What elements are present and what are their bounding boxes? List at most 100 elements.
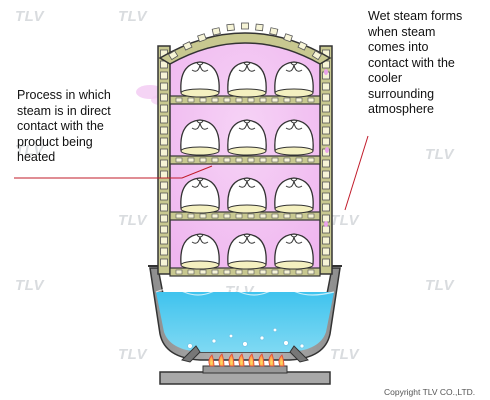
shelf-slot <box>223 157 231 163</box>
shelf-slot <box>307 213 315 219</box>
bun-pleats <box>285 120 303 130</box>
bun-base <box>274 204 314 214</box>
steamed-buns <box>180 61 314 270</box>
shelf-slot <box>307 97 315 103</box>
bun-pleats <box>285 178 303 188</box>
right-wall-brick <box>322 93 330 102</box>
shelf-slot <box>271 213 279 219</box>
watermark: TLV <box>118 346 148 363</box>
bun-base <box>180 204 220 214</box>
shelf-slot <box>283 97 291 103</box>
bun-pleats <box>238 120 256 130</box>
steamed-bun <box>227 61 267 98</box>
left-wall-brick <box>160 71 168 80</box>
bun-pleats <box>285 234 303 244</box>
shelf-slot <box>247 269 255 275</box>
shelf-slot <box>187 97 195 103</box>
shelf-slot <box>199 97 207 103</box>
right-wall-brick <box>322 126 330 135</box>
left-wall-brick <box>160 203 168 212</box>
right-wall-brick <box>322 203 330 212</box>
watermark: TLV <box>330 212 360 229</box>
bun-body <box>180 177 220 209</box>
shelf-slot <box>247 97 255 103</box>
gas-burner <box>159 345 331 385</box>
shelves <box>169 95 321 277</box>
shelf-slot <box>283 213 291 219</box>
lid-brick <box>241 22 249 30</box>
shelf-slot <box>259 157 267 163</box>
right-wall-brick <box>322 159 330 168</box>
flames <box>208 353 285 367</box>
lid-brick <box>226 23 235 32</box>
lid-brick <box>182 41 193 51</box>
bun-pleats <box>238 178 256 188</box>
left-wall-brick <box>160 159 168 168</box>
label-line: Wet steam forms <box>368 9 463 23</box>
boiling-water <box>156 292 334 352</box>
label-line: comes into <box>368 40 429 54</box>
left-wall-brick <box>160 126 168 135</box>
left-wall-brick <box>160 181 168 190</box>
label-line: product being <box>17 134 93 149</box>
shelf-slot <box>307 157 315 163</box>
bun-base <box>180 260 220 270</box>
label-line: surrounding <box>368 86 435 101</box>
left-wall-brick <box>160 82 168 91</box>
lid-brick <box>283 33 293 43</box>
left-wall-brick <box>160 170 168 179</box>
shelf-slot <box>223 269 231 275</box>
shelf-slot <box>235 157 243 163</box>
callout-line-right <box>344 135 369 211</box>
bun-pleats <box>238 234 256 244</box>
right-wall-brick <box>322 115 330 124</box>
shelf-slot <box>175 213 183 219</box>
right-wall-brick <box>322 214 330 223</box>
steamed-bun <box>180 233 220 270</box>
shelf-slot <box>223 213 231 219</box>
watermark: TLV <box>425 146 455 163</box>
bun-base <box>180 146 220 156</box>
shelf-slot <box>235 97 243 103</box>
left-wall-brick <box>160 258 168 267</box>
watermark: TLV <box>330 346 360 363</box>
bun-pleats <box>191 62 209 72</box>
shelf-slot <box>295 157 303 163</box>
bun-base <box>274 260 314 270</box>
steamed-bun <box>227 119 267 156</box>
direct-contact-label: Process in which steam is in direct cont… <box>17 88 157 166</box>
bun-pleats <box>191 234 209 244</box>
steamed-bun <box>274 119 314 156</box>
shelf-slot <box>211 269 219 275</box>
steamed-bun <box>227 177 267 214</box>
shelf-slot <box>187 213 195 219</box>
watermark: TLV <box>118 8 148 25</box>
shelf-slot <box>175 269 183 275</box>
steamer-lid <box>158 22 332 65</box>
left-wall-brick <box>160 115 168 124</box>
shelf-slot <box>295 213 303 219</box>
steamed-bun <box>274 177 314 214</box>
shelf-slot <box>271 157 279 163</box>
bun-body <box>274 61 314 93</box>
shelf-slot <box>199 213 207 219</box>
left-wall-brick <box>160 236 168 245</box>
watermark: TLV <box>15 142 45 159</box>
right-wall-brick <box>322 225 330 234</box>
left-wall-brick <box>160 225 168 234</box>
bun-base <box>180 88 220 98</box>
bun-body <box>180 119 220 151</box>
copyright-text: Copyright TLV CO.,LTD. <box>384 387 476 397</box>
label-line: atmosphere <box>368 102 435 116</box>
bun-pleats <box>285 62 303 72</box>
bun-pleats <box>238 62 256 72</box>
lid-brick <box>297 41 308 51</box>
shelf-slot <box>259 97 267 103</box>
lid-brick <box>255 23 264 32</box>
right-wall-brick <box>322 104 330 113</box>
bun-pleats <box>191 178 209 188</box>
shelf-slot <box>199 269 207 275</box>
lid-brick <box>311 50 322 61</box>
bun-base <box>227 146 267 156</box>
right-wall-brick <box>322 247 330 256</box>
